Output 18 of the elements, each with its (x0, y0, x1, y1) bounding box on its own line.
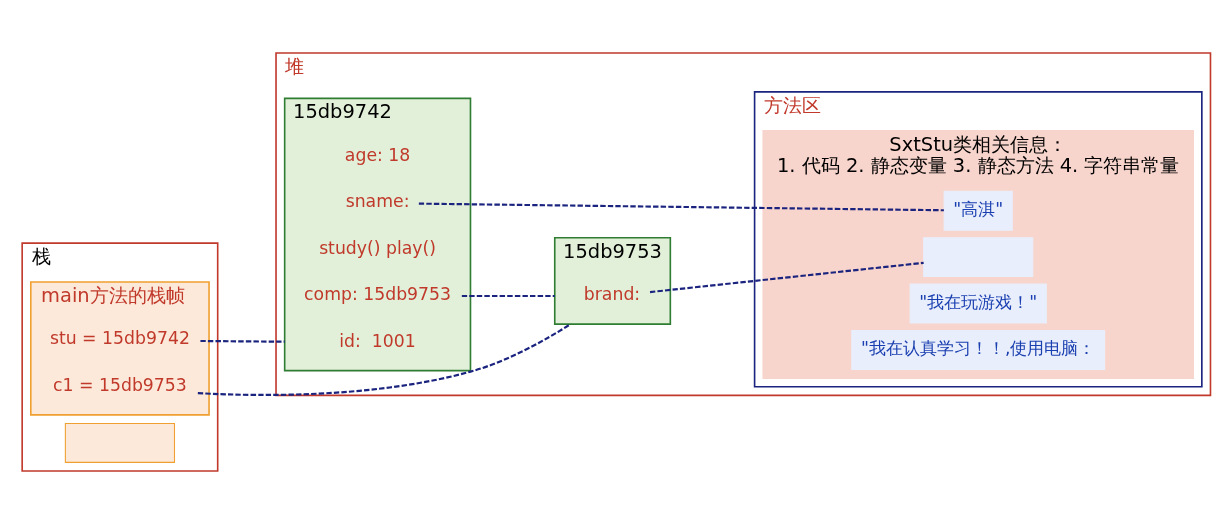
node-text: id: 1001 (339, 330, 416, 351)
node-text: c1 = 15db9753 (53, 374, 187, 395)
node-box: "我在玩游戏！" (909, 283, 1047, 324)
node-text: stu = 15db9742 (49, 328, 190, 349)
node-text: age: 18 (344, 144, 411, 165)
connector (200, 339, 285, 343)
node-box: "我在认真学习！！,使用电脑： (851, 330, 1106, 371)
node-box (923, 237, 1034, 278)
connector (418, 202, 944, 212)
node-text: study() play() (319, 237, 437, 258)
node-box: "高淇" (943, 190, 1013, 231)
node-text: sname: (345, 191, 410, 212)
node-text: brand: (583, 284, 641, 305)
connector (461, 294, 555, 298)
node-box (64, 422, 175, 463)
connector (649, 261, 924, 294)
connector (197, 323, 572, 396)
node-text: comp: 15db9753 (304, 284, 452, 305)
